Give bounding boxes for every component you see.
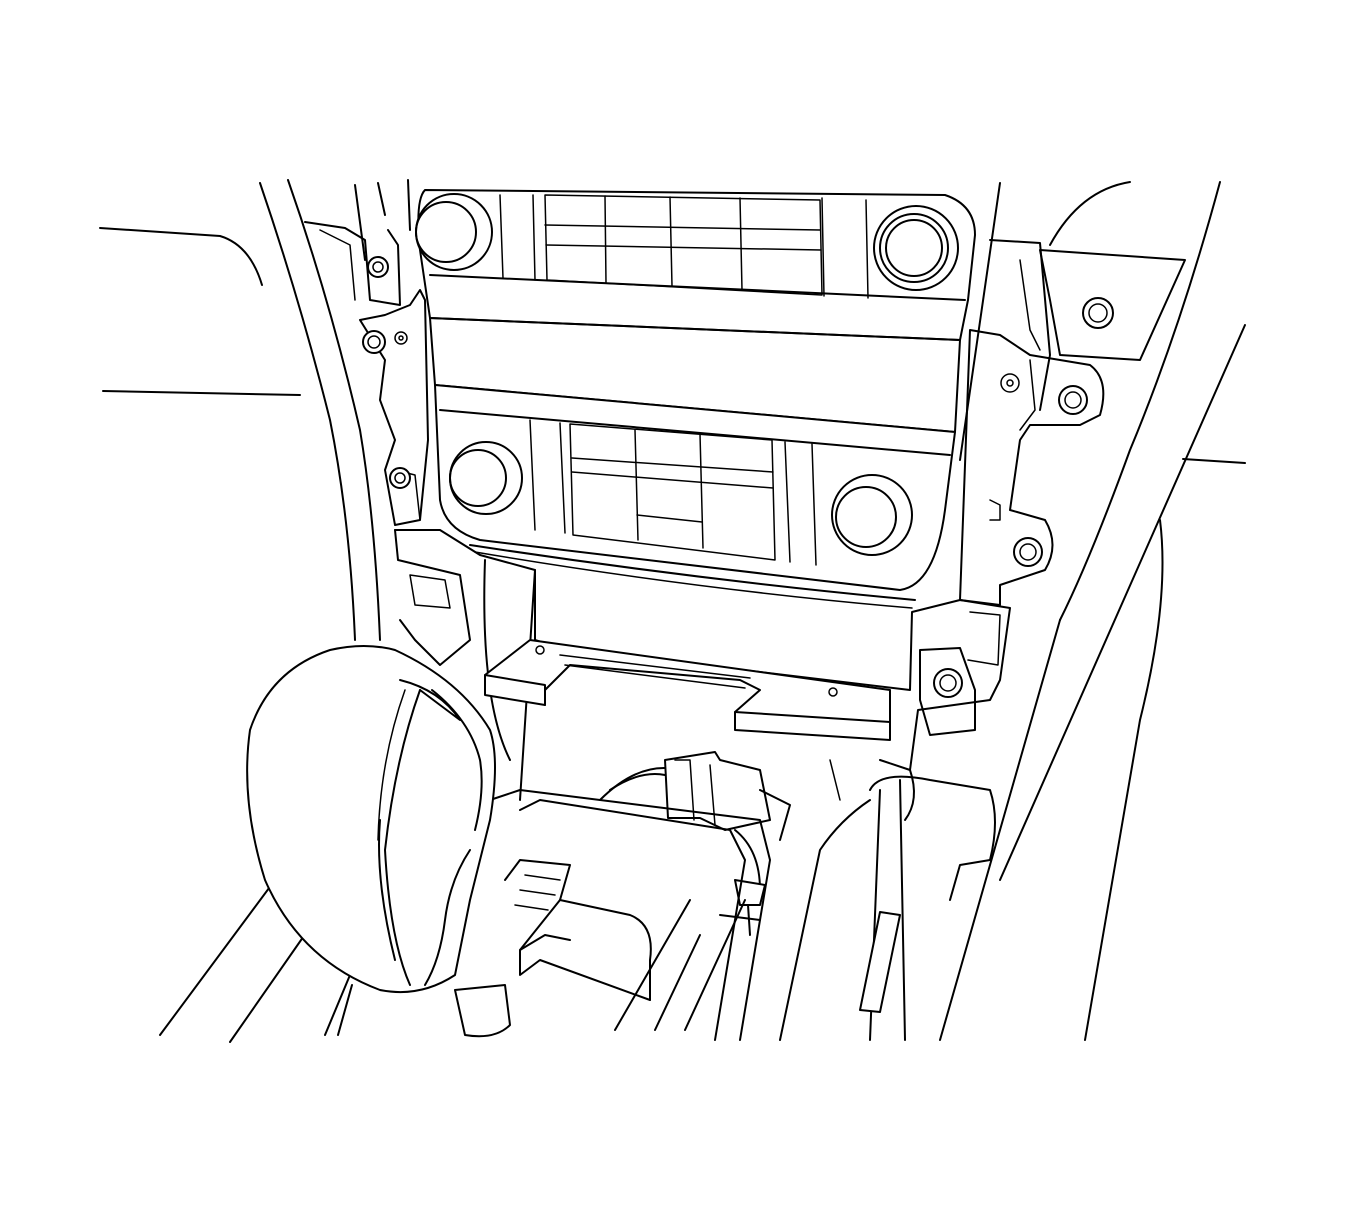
console-right-side-trim xyxy=(959,181,1221,621)
mounting-bracket xyxy=(484,639,891,741)
shift-lever-knob xyxy=(246,645,511,1038)
radio-right-knob xyxy=(873,205,959,291)
hvac-display-grid xyxy=(569,423,776,561)
bolt-left-lower xyxy=(389,467,411,489)
radio-control-panel xyxy=(415,189,976,341)
right-mounting-bracket xyxy=(959,329,1105,606)
floor-lines xyxy=(159,879,746,1043)
radio-left-knob xyxy=(415,193,493,271)
lower-mounting-frame xyxy=(394,529,1011,771)
hvac-right-knob xyxy=(831,474,913,556)
bolt-left-upper xyxy=(367,256,389,278)
bolt-bracket-right xyxy=(933,668,963,698)
retaining-bolts xyxy=(362,256,1114,698)
bolt-right-lower xyxy=(1013,537,1043,567)
hvac-control-panel xyxy=(434,384,956,609)
bolt-right-middle xyxy=(1058,385,1088,415)
hvac-left-knob xyxy=(449,441,523,515)
console-right-lower-side xyxy=(779,519,1164,1041)
console-left-side-trim xyxy=(259,179,411,641)
radio-display-grid xyxy=(544,194,823,296)
bolt-right-upper xyxy=(1000,297,1114,393)
dash-background-lines xyxy=(99,227,1246,881)
bolt-left-middle xyxy=(362,330,408,354)
left-mounting-bracket xyxy=(359,289,429,526)
